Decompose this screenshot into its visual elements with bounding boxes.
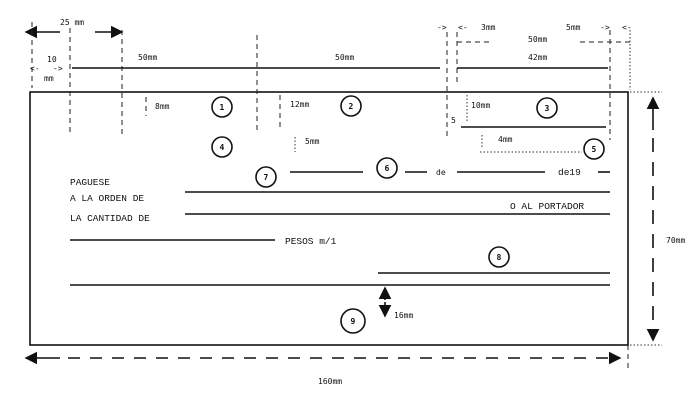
arrow-left: <- — [458, 23, 468, 32]
dim-50mm-3: 50mm — [528, 35, 547, 44]
svg-text:9: 9 — [351, 317, 356, 326]
arrow-right: -> — [437, 23, 447, 32]
dim-5mm: 5mm — [566, 23, 581, 32]
marker-1: 1 — [211, 96, 233, 118]
svg-text:6: 6 — [385, 164, 390, 173]
svg-text:2: 2 — [349, 102, 354, 111]
portador-label: O AL PORTADOR — [510, 201, 584, 212]
dim-10: 10 — [47, 55, 57, 64]
dim-42mm: 42mm — [528, 53, 547, 62]
svg-text:3: 3 — [545, 104, 550, 113]
dim-16mm: 16mm — [394, 311, 413, 320]
orden-label: A LA ORDEN DE — [70, 193, 144, 204]
dim-25mm: 25 mm — [60, 18, 84, 27]
dim-10-unit: mm — [44, 74, 54, 83]
date-year: de19 — [558, 167, 581, 178]
check-outline — [29, 91, 629, 346]
svg-text:7: 7 — [264, 173, 269, 182]
svg-text:1: 1 — [220, 103, 225, 112]
dim-4mm: 4mm — [498, 135, 513, 144]
marker-9: 9 — [340, 308, 366, 334]
marker-2: 2 — [340, 95, 362, 117]
marker-7: 7 — [255, 166, 277, 188]
dim-5: 5 — [451, 116, 456, 125]
arrow-left-10: <- — [30, 64, 40, 73]
svg-text:4: 4 — [220, 143, 225, 152]
dim-50mm-1: 50mm — [138, 53, 157, 62]
marker-6: 6 — [376, 157, 398, 179]
pesos-label: PESOS m/1 — [285, 236, 337, 247]
arrow-right-10: -> — [53, 64, 63, 73]
arrow-right: -> — [600, 23, 610, 32]
dim-50mm-2: 50mm — [335, 53, 354, 62]
marker-8: 8 — [488, 246, 510, 268]
marker-3: 3 — [536, 97, 558, 119]
date-de: de — [436, 168, 446, 177]
paguese-label: PAGUESE — [70, 177, 110, 188]
dim-3mm: 3mm — [481, 23, 496, 32]
dim-70mm: 70mm — [666, 236, 685, 245]
cantidad-label: LA CANTIDAD DE — [70, 213, 150, 224]
dim-12mm: 12mm — [290, 100, 309, 109]
dim-8mm: 8mm — [155, 102, 170, 111]
dim-160mm: 160mm — [318, 377, 342, 386]
marker-4: 4 — [211, 136, 233, 158]
dim-5mm-b: 5mm — [305, 137, 320, 146]
dim-10mm: 10mm — [471, 101, 490, 110]
svg-text:5: 5 — [592, 145, 597, 154]
marker-5: 5 — [583, 138, 605, 160]
arrow-left: <- — [622, 23, 632, 32]
svg-text:8: 8 — [497, 253, 502, 262]
